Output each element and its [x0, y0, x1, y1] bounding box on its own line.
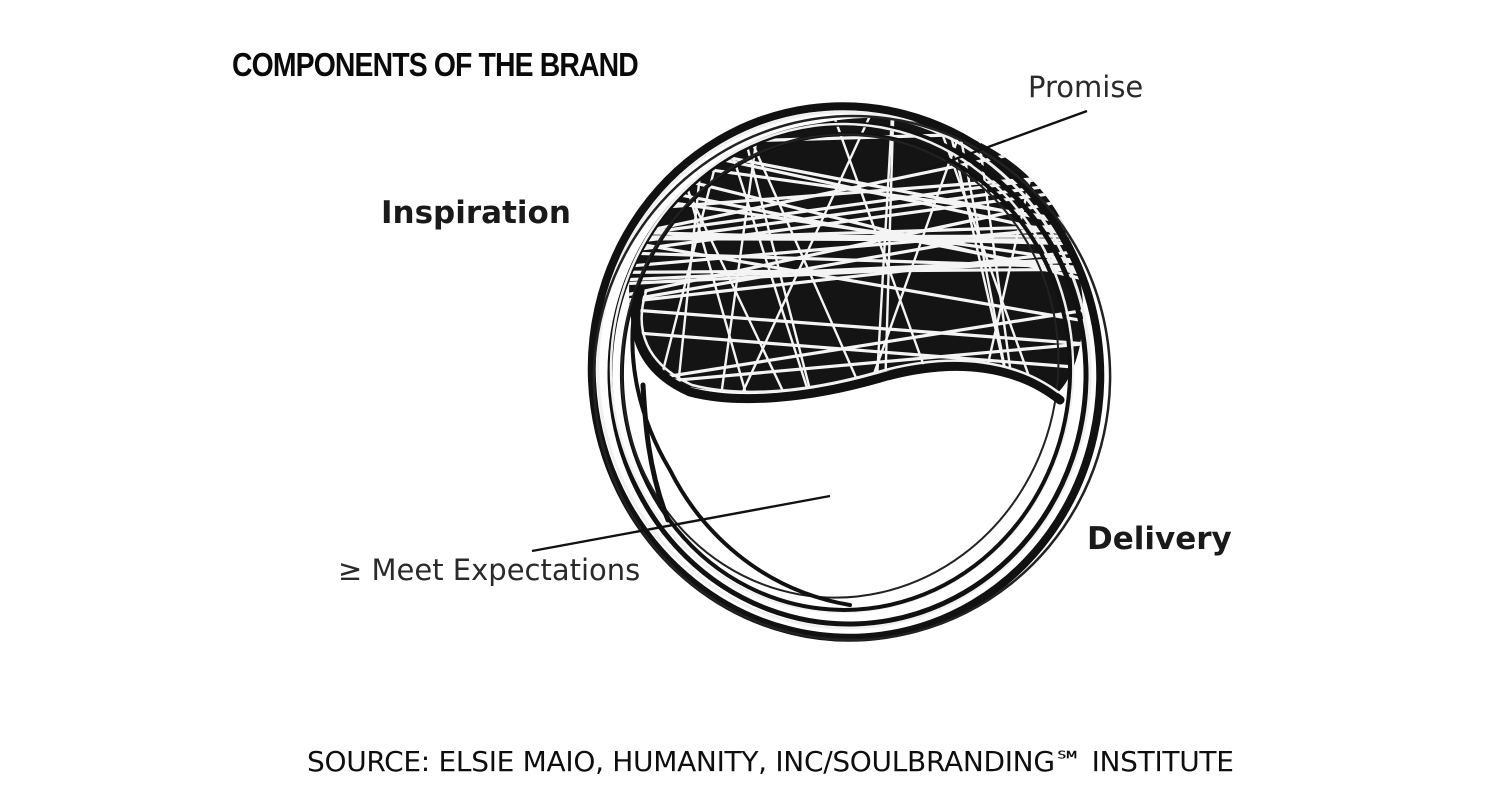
hatch-stroke: [629, 304, 1084, 389]
ring-stroke: [620, 133, 1060, 599]
diagram-title: COMPONENTS OF THE BRAND: [232, 46, 639, 83]
s-curve-divider: [630, 285, 1065, 607]
hatch-stroke: [629, 246, 1084, 307]
ring-stroke: [609, 122, 1075, 614]
ring-stroke: [596, 110, 1092, 630]
hatch-stroke: [883, 117, 895, 395]
promise-leader-line: [924, 109, 1088, 172]
delivery-label: Delivery: [1087, 521, 1232, 557]
hatch-stroke: [717, 117, 763, 395]
hatch-stroke: [629, 235, 1084, 327]
hatch-stroke: [733, 117, 879, 395]
hatch-stroke: [629, 339, 1084, 389]
outer-ring: [587, 102, 1112, 642]
promise-label: Promise: [1028, 70, 1144, 104]
ring-stroke: [592, 114, 1112, 642]
inspiration-label: Inspiration: [381, 195, 571, 231]
hatch-stroke: [629, 222, 1084, 271]
hatch-stroke: [732, 117, 872, 395]
meet-expectations-leader-line: [531, 494, 831, 553]
hatch-stroke: [826, 117, 941, 395]
hatch-stroke: [952, 117, 1015, 395]
hatch-stroke: [734, 117, 817, 395]
meet-expectations-label: ≥ Meet Expectations: [338, 553, 641, 587]
source-credit: SOURCE: ELSIE MAIO, HUMANITY, INC/SOULBR…: [307, 745, 1234, 778]
